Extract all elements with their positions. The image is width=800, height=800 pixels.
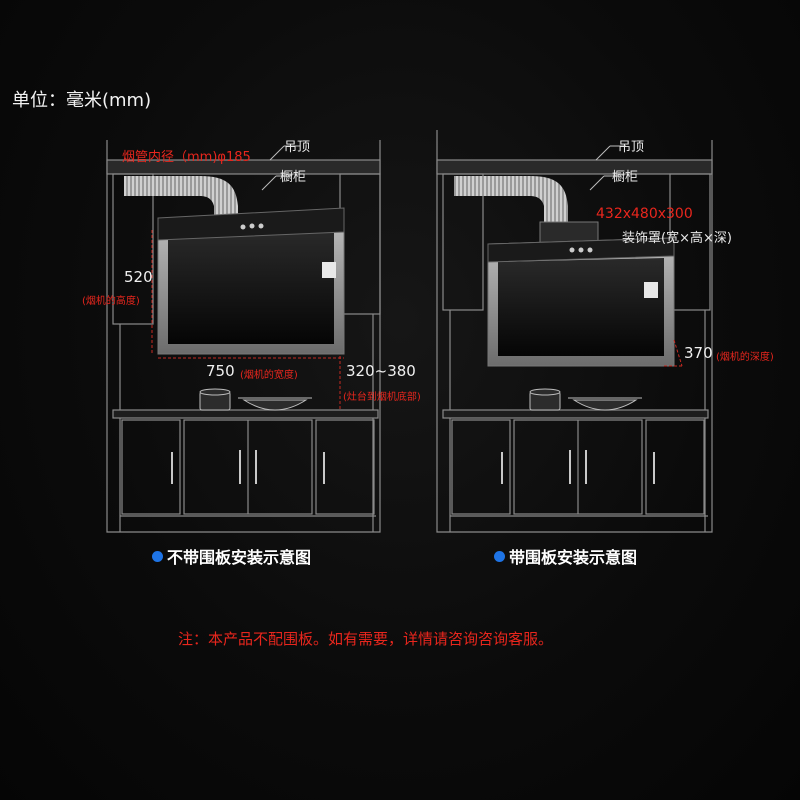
left-kitchen-drawing — [106, 140, 381, 533]
hood-height-value: 520 — [124, 268, 153, 286]
hood-depth-note: (烟机的深度) — [716, 352, 774, 363]
left-dimension-lines — [151, 230, 344, 410]
hood-depth-value: 370 — [684, 344, 713, 362]
right-cabinet-label: 橱柜 — [612, 170, 639, 185]
clearance-value: 320~380 — [346, 362, 416, 380]
right-dimension-lines — [664, 339, 683, 367]
clearance-note: (灶台到烟机底部) — [343, 392, 421, 403]
panel-size-value: 432x480x300 — [596, 206, 693, 222]
unit-label: 单位：毫米(mm) — [12, 90, 152, 111]
left-caption-text: 不带围板安装示意图 — [167, 548, 312, 567]
left-cookware — [199, 388, 312, 411]
duct-diameter-label: 烟管内径（mm)φ185 — [122, 150, 251, 165]
hood-width-note: (烟机的宽度) — [240, 370, 298, 381]
right-caption: 带围板安装示意图 — [494, 544, 637, 568]
hood-height-note: (烟机的高度) — [82, 296, 140, 307]
left-duct — [124, 176, 238, 218]
left-caption: 不带围板安装示意图 — [152, 544, 311, 568]
bullet-icon — [494, 550, 505, 562]
left-ceiling-label: 吊顶 — [284, 140, 311, 155]
right-duct — [454, 176, 568, 224]
left-range-hood — [157, 207, 345, 355]
right-caption-text: 带围板安装示意图 — [509, 548, 638, 567]
panel-size-label: 装饰罩(宽×高×深) — [622, 231, 732, 246]
bullet-icon — [152, 550, 163, 562]
label-leaders — [261, 145, 626, 191]
left-cabinet-label: 橱柜 — [280, 170, 307, 185]
hood-width-value: 750 — [206, 362, 235, 380]
footer-note: 注：本产品不配围板。如有需要，详情请咨询咨询客服。 — [178, 630, 554, 648]
right-cookware — [529, 388, 642, 411]
right-ceiling-label: 吊顶 — [618, 140, 645, 155]
right-kitchen-drawing — [436, 130, 713, 533]
right-range-hood — [487, 237, 675, 367]
